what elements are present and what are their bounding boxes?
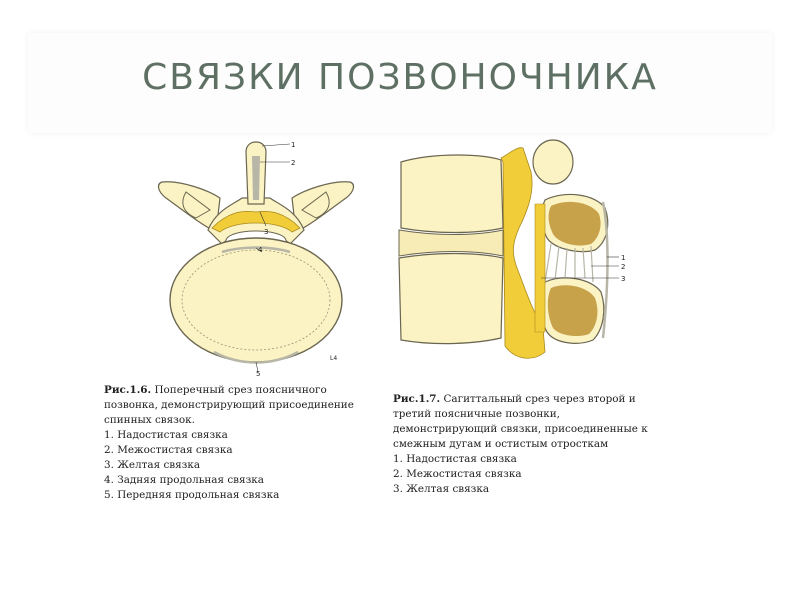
marker-4: 4 bbox=[258, 246, 263, 254]
marker-5: 5 bbox=[256, 370, 260, 376]
caption-line: Рис.1.7. Сагиттальный срез через второй … bbox=[393, 392, 673, 407]
marker-1: 1 bbox=[291, 141, 295, 149]
caption-text: позвонка, демонстрирующий присоединение bbox=[104, 398, 374, 413]
marker-2: 2 bbox=[291, 159, 295, 167]
caption-text: демонстрирующий связки, присоединенные к bbox=[393, 422, 673, 437]
figure-left-caption: Рис.1.6. Поперечный срез поясничного поз… bbox=[104, 383, 374, 503]
caption-text: смежным дугам и остистым отросткам bbox=[393, 437, 673, 452]
caption-label: Рис.1.7. bbox=[393, 393, 440, 405]
legend-item: 3. Желтая связка bbox=[104, 458, 374, 473]
caption-label: Рис.1.6. bbox=[104, 384, 151, 396]
caption-line: Рис.1.6. Поперечный срез поясничного bbox=[104, 383, 374, 398]
caption-text: спинных связок. bbox=[104, 413, 374, 428]
legend-item: 4. Задняя продольная связка bbox=[104, 473, 374, 488]
legend-item: 1. Надостистая связка bbox=[104, 428, 374, 443]
marker-3: 3 bbox=[264, 228, 268, 236]
marker-1: 1 bbox=[621, 254, 625, 262]
slide-title: СВЯЗКИ ПОЗВОНОЧНИКА bbox=[0, 57, 800, 98]
legend-item: 2. Межостистая связка bbox=[104, 443, 374, 458]
legend-item: 1. Надостистая связка bbox=[393, 452, 673, 467]
sagittal-section-illustration: 1 2 3 bbox=[395, 132, 635, 378]
vertebra-label: L4 bbox=[330, 355, 337, 362]
figure-right-caption: Рис.1.7. Сагиттальный срез через второй … bbox=[393, 392, 673, 497]
caption-text: третий поясничные позвонки, bbox=[393, 407, 673, 422]
marker-3: 3 bbox=[621, 275, 625, 283]
vertebra-transverse-illustration: 1 2 3 4 5 L4 bbox=[150, 140, 362, 376]
legend-item: 5. Передняя продольная связка bbox=[104, 488, 374, 503]
marker-2: 2 bbox=[621, 263, 625, 271]
legend-item: 2. Межостистая связка bbox=[393, 467, 673, 482]
caption-text: Сагиттальный срез через второй и bbox=[443, 393, 635, 405]
legend-item: 3. Желтая связка bbox=[393, 482, 673, 497]
caption-text: Поперечный срез поясничного bbox=[154, 384, 326, 396]
